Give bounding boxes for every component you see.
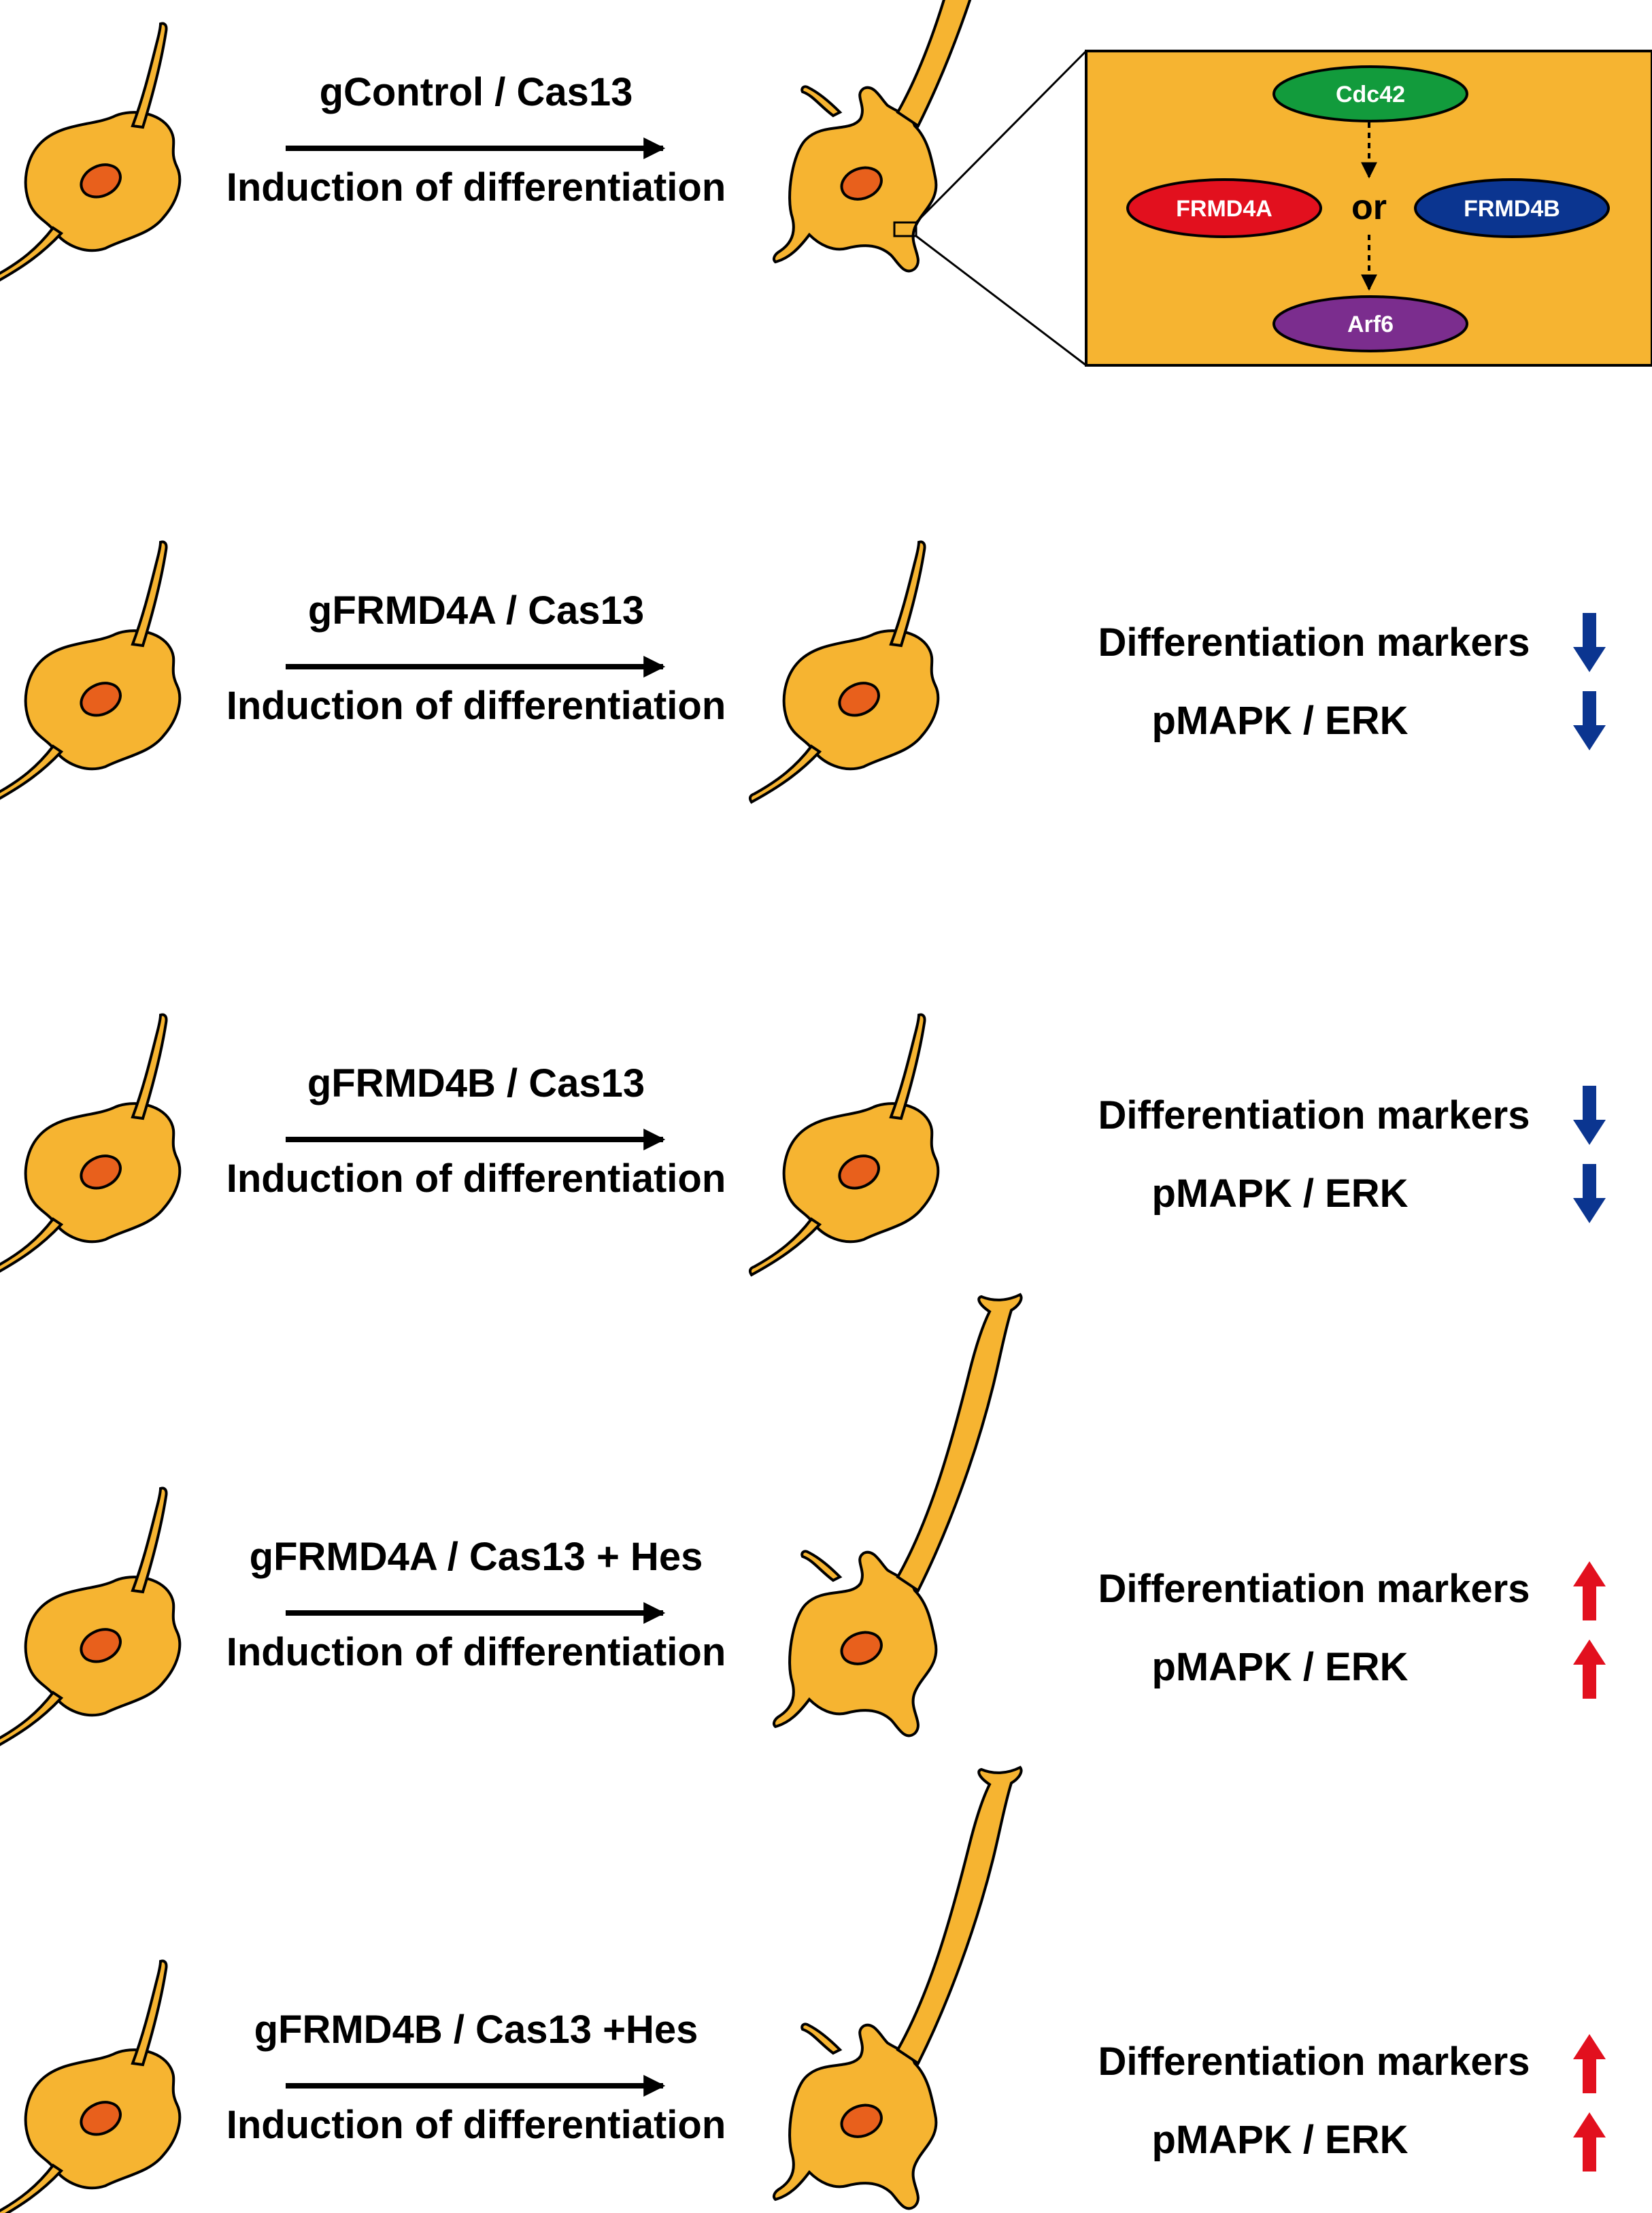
arrow-down-icon <box>1573 1086 1606 1145</box>
differentiation-markers-label: Differentiation markers <box>1098 620 1530 665</box>
input-cell <box>0 22 182 285</box>
process-label: Induction of differentiation <box>226 2103 726 2147</box>
arrow-up-icon <box>1573 1640 1606 1699</box>
treatment-label: gFRMD4B / Cas13 +Hes <box>254 2008 698 2052</box>
arrow-down-icon <box>1573 613 1606 672</box>
node-frmd4a-label: FRMD4A <box>1176 196 1272 222</box>
node-arf6: Arf6 <box>1272 295 1468 352</box>
arrow-up-icon <box>1573 2112 1606 2172</box>
treatment-label: gControl / Cas13 <box>320 70 633 114</box>
output-cell-differentiated <box>772 0 1023 273</box>
node-frmd4b: FRMD4B <box>1414 178 1610 238</box>
pmapk-erk-label: pMAPK / ERK <box>1152 2118 1409 2162</box>
treatment-label: gFRMD4B / Cas13 <box>307 1061 645 1105</box>
input-cell <box>0 540 182 803</box>
treatment-label: gFRMD4A / Cas13 + Hes <box>250 1535 703 1579</box>
differentiation-markers-label: Differentiation markers <box>1098 2040 1530 2084</box>
node-cdc42: Cdc42 <box>1272 65 1468 122</box>
treatment-label: gFRMD4A / Cas13 <box>308 588 644 633</box>
arrow-up-icon <box>1573 1561 1606 1620</box>
output-cell-differentiated <box>772 1293 1023 1737</box>
differentiation-markers-label: Differentiation markers <box>1098 1567 1530 1611</box>
zoom-line-bottom <box>915 235 1087 367</box>
input-cell <box>0 1959 182 2213</box>
node-frmd4a: FRMD4A <box>1126 178 1322 238</box>
zoom-box <box>893 221 917 237</box>
zoom-line-top <box>915 50 1088 224</box>
node-frmd4b-label: FRMD4B <box>1464 196 1560 222</box>
pmapk-erk-label: pMAPK / ERK <box>1152 1645 1409 1689</box>
process-label: Induction of differentiation <box>226 684 726 728</box>
input-cell <box>0 1486 182 1750</box>
differentiation-markers-label: Differentiation markers <box>1098 1093 1530 1137</box>
node-cdc42-label: Cdc42 <box>1336 82 1405 107</box>
inset-panel: Cdc42 FRMD4A or FRMD4B Arf6 <box>893 50 1652 367</box>
process-label: Induction of differentiation <box>226 1630 726 1674</box>
inset-or-label: or <box>1351 188 1387 227</box>
node-arf6-label: Arf6 <box>1347 312 1394 337</box>
arrow-down-icon <box>1573 1164 1606 1223</box>
output-cell-differentiated <box>772 1766 1023 2210</box>
output-cell-undifferentiated <box>748 1013 940 1276</box>
pmapk-erk-label: pMAPK / ERK <box>1152 1171 1409 1216</box>
arrow-up-icon <box>1573 2034 1606 2093</box>
input-cell <box>0 1013 182 1276</box>
arrow-down-icon <box>1573 691 1606 750</box>
process-label: Induction of differentiation <box>226 165 726 210</box>
process-label: Induction of differentiation <box>226 1157 726 1201</box>
output-cell-undifferentiated <box>748 540 940 803</box>
pmapk-erk-label: pMAPK / ERK <box>1152 699 1409 743</box>
